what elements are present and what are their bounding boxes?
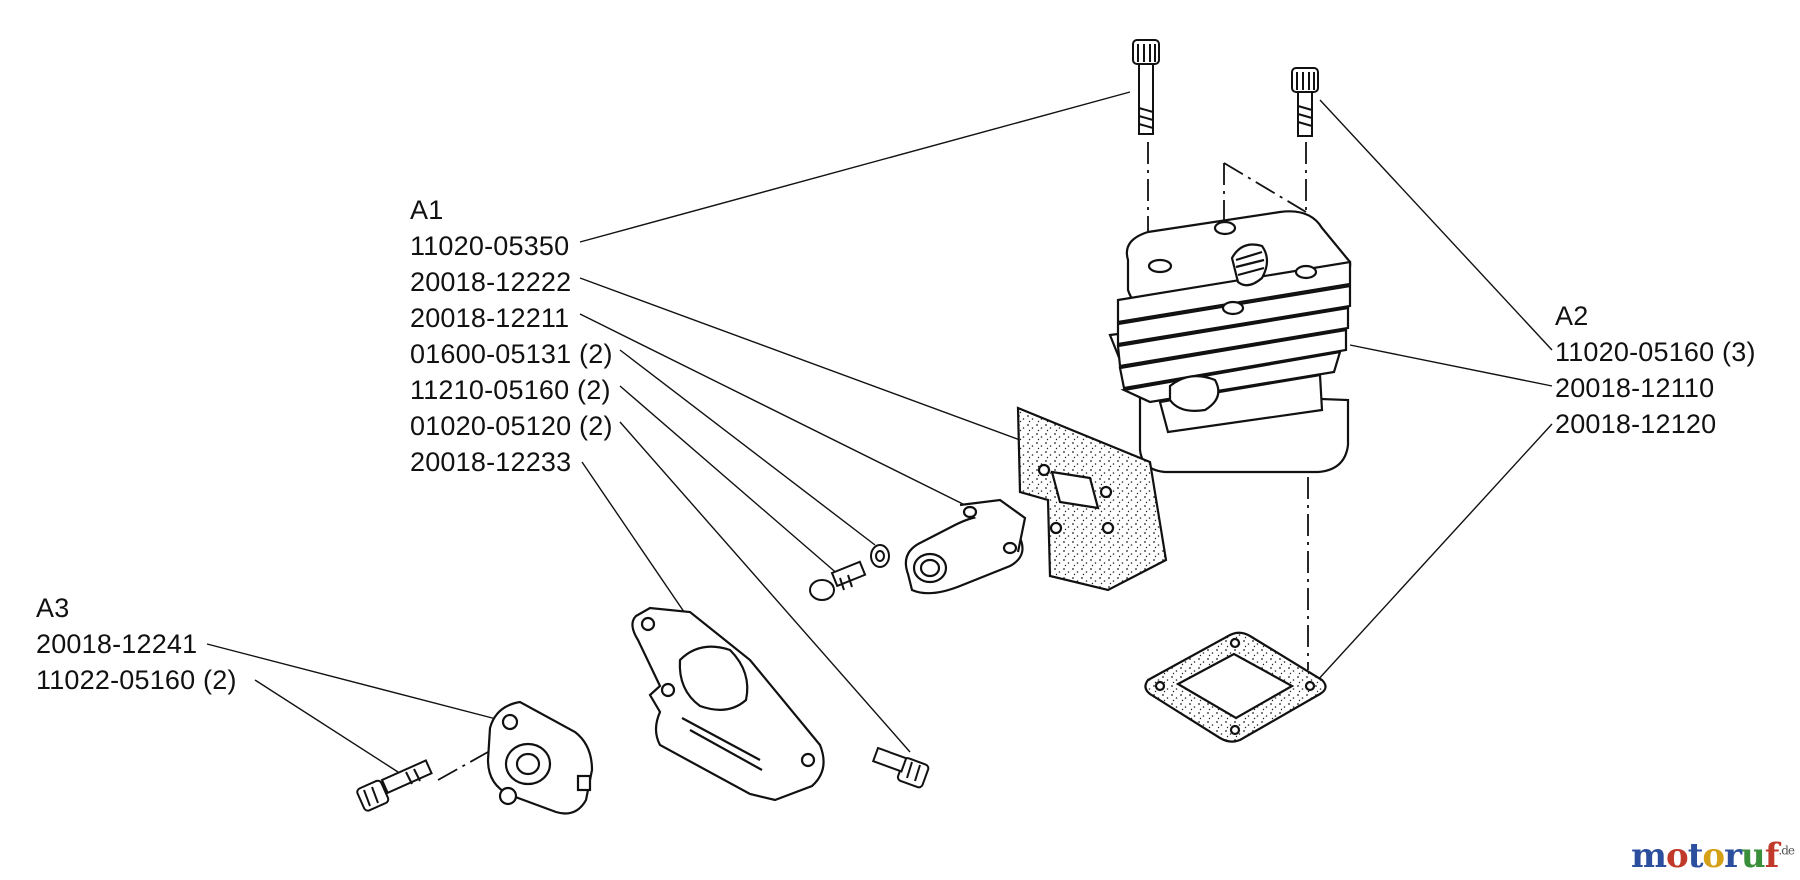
part-number: 01600-05131 (2) [410, 339, 613, 369]
part-number: 11022-05160 (2) [36, 665, 237, 695]
bracket-bolt [356, 759, 433, 812]
watermark-letter: o [1666, 836, 1689, 876]
base-gasket [1144, 631, 1327, 743]
leader-lines [206, 91, 1553, 773]
manifold-screw [809, 560, 867, 601]
leader-20018-12110 [1349, 344, 1553, 387]
part-number: 20018-12110 [1555, 373, 1715, 403]
intake-manifold [904, 498, 1027, 595]
group-id-a1: A1 [410, 195, 444, 225]
group-id-a3: A3 [36, 593, 70, 623]
heat-shield [1016, 406, 1168, 592]
leader-11020-05350 [579, 91, 1131, 243]
leader-20018-12241 [206, 643, 501, 721]
group-a1-labels: A1 11020-05350 20018-12222 20018-12211 0… [410, 192, 613, 480]
group-id-a2: A2 [1555, 301, 1589, 331]
watermark-suffix: .de [1778, 843, 1795, 858]
part-number: 11020-05350 [410, 231, 570, 261]
leader-11020-05160 [1319, 99, 1553, 351]
assembly-axes [437, 142, 1309, 781]
part-number: 20018-12120 [1555, 409, 1717, 439]
part-number: 20018-12241 [36, 629, 198, 659]
part-number: 20018-12211 [410, 303, 570, 333]
watermark-letter: m [1631, 836, 1667, 876]
watermark-letter: u [1741, 836, 1766, 876]
group-a3-labels: A3 20018-12241 11022-05160 (2) [36, 590, 237, 698]
group-a2-labels: A2 11020-05160 (3) 20018-12110 20018-121… [1555, 298, 1756, 442]
carburetor-screw [871, 746, 930, 789]
part-number: 01020-05120 (2) [410, 411, 613, 441]
watermark-letter: f [1764, 836, 1780, 876]
air-filter-bracket [486, 700, 594, 815]
washer [870, 544, 890, 568]
part-number: 20018-12233 [410, 447, 572, 477]
part-number: 11020-05160 (3) [1555, 337, 1756, 367]
leader-01600-05131 [619, 349, 876, 546]
cylinder-bolt-long [1132, 39, 1160, 135]
part-number: 20018-12222 [410, 267, 572, 297]
leader-11022-05160 [254, 679, 399, 773]
watermark-letter: t [1687, 836, 1704, 876]
cylinder-bolt-short [1291, 67, 1319, 137]
leader-20018-12120 [1315, 423, 1553, 683]
leader-01020-05120 [619, 421, 911, 753]
cylinder [1108, 210, 1352, 474]
leader-20018-12222 [579, 277, 1021, 441]
watermark-letter: o [1702, 836, 1725, 876]
watermark-letter: r [1724, 836, 1742, 876]
carburetor-plate [631, 606, 825, 802]
watermark-logo: motoruf.de [1631, 836, 1795, 876]
leader-11210-05160 [619, 385, 841, 577]
part-number: 11210-05160 (2) [410, 375, 611, 405]
leader-20018-12211 [579, 313, 976, 511]
